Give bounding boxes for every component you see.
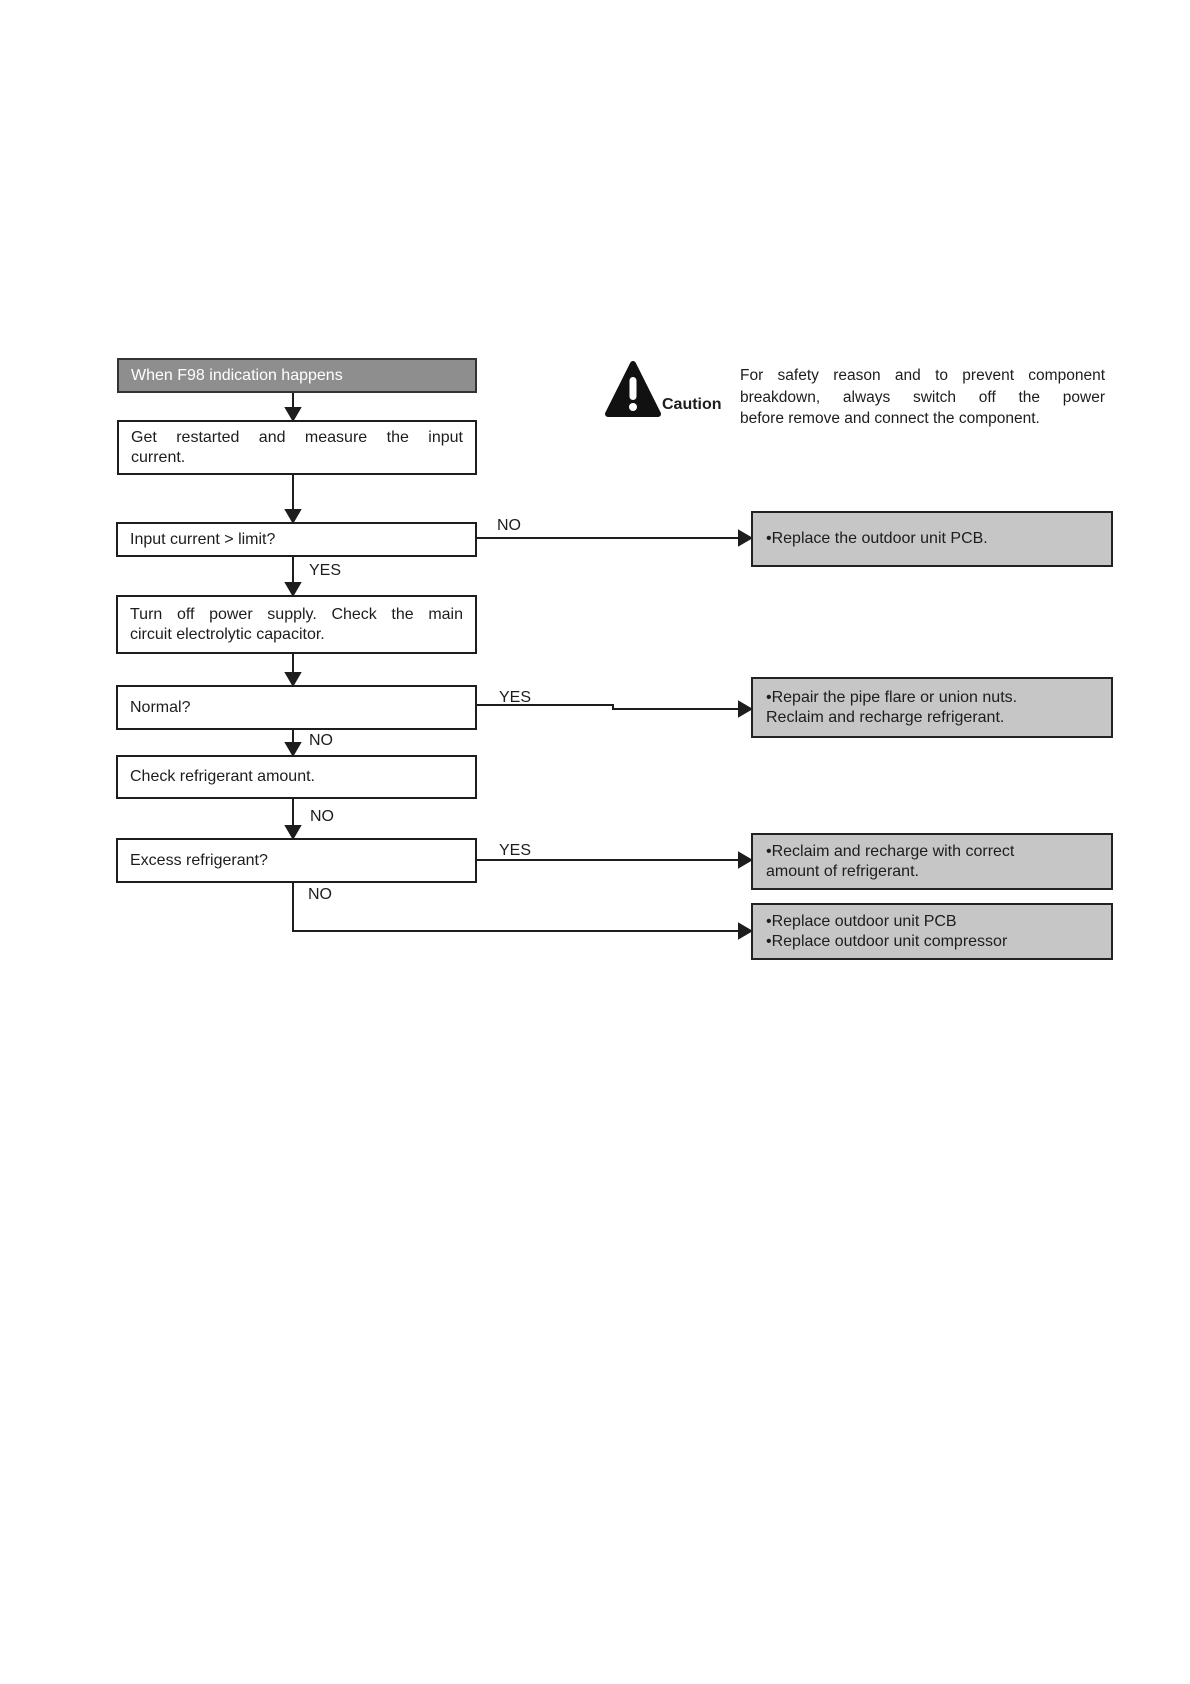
text-line: amount of refrigerant. (766, 862, 919, 880)
step-turn-off-power: Turn off power supply. Check the main ci… (116, 595, 477, 654)
text-line: Check refrigerant amount. (130, 768, 315, 785)
text-line: Excess refrigerant? (130, 851, 268, 869)
start-node: When F98 indication happens (117, 358, 477, 393)
text-line: •Replace the outdoor unit PCB. (766, 530, 988, 547)
branch-label-normal-no: NO (309, 732, 333, 749)
decision-input-current: Input current > limit? (116, 522, 477, 557)
arrowhead-right (738, 700, 753, 718)
branch-label-input-yes: YES (309, 562, 342, 579)
text-line: •Replace outdoor unit PCB (766, 912, 957, 930)
text-line: Reclaim and recharge refrigerant. (766, 708, 1005, 726)
text-line: Input current > limit? (130, 530, 276, 548)
text-line: Turn off power supply. Check the main (130, 605, 463, 623)
text-line: For safety reason and to prevent compone… (740, 367, 1105, 384)
text-line: current. (131, 448, 186, 466)
caution-text: For safety reason and to prevent compone… (740, 365, 1105, 430)
decision-normal: Normal? (116, 685, 477, 730)
action-replace-pcb-compressor: •Replace outdoor unit PCB •Replace outdo… (751, 903, 1113, 960)
branch-label-normal-yes: YES (499, 689, 532, 706)
caution-label: Caution (662, 396, 722, 413)
branch-label-check-no: NO (310, 808, 334, 825)
arrowhead-down (284, 825, 302, 840)
branch-label-input-no: NO (497, 517, 521, 534)
step-get-restarted: Get restarted and measure the input curr… (117, 420, 477, 475)
text-line: •Repair the pipe flare or union nuts. (766, 688, 1018, 706)
text-line: •Replace outdoor unit compressor (766, 932, 1008, 950)
text-line: •Reclaim and recharge with correct (766, 842, 1015, 860)
arrowhead-down (284, 509, 302, 524)
branch-label-excess-no: NO (308, 886, 332, 903)
text-line: Get restarted and measure the input (131, 428, 463, 446)
arrowhead-right (738, 529, 753, 547)
text-line: Normal? (130, 698, 191, 716)
step-check-refrigerant: Check refrigerant amount. (116, 755, 477, 799)
arrowhead-down (284, 742, 302, 757)
text-line: circuit electrolytic capacitor. (130, 625, 325, 643)
caution-warning-icon (605, 361, 661, 417)
arrowhead-right (738, 851, 753, 869)
arrowhead-right (738, 922, 753, 940)
arrowhead-down (284, 582, 302, 597)
decision-excess-refrigerant: Excess refrigerant? (116, 838, 477, 883)
branch-label-excess-yes: YES (499, 842, 532, 859)
arrowhead-down (284, 672, 302, 687)
start-node-label: When F98 indication happens (131, 366, 343, 384)
arrowhead-down (284, 407, 302, 422)
action-replace-outdoor-pcb: •Replace the outdoor unit PCB. (751, 511, 1113, 567)
action-reclaim-recharge: •Reclaim and recharge with correct amoun… (751, 833, 1113, 890)
text-line: breakdown, always switch off the power (740, 388, 1105, 406)
text-line: before remove and connect the component. (740, 410, 1040, 427)
action-repair-pipe-flare: •Repair the pipe flare or union nuts. Re… (751, 677, 1113, 738)
